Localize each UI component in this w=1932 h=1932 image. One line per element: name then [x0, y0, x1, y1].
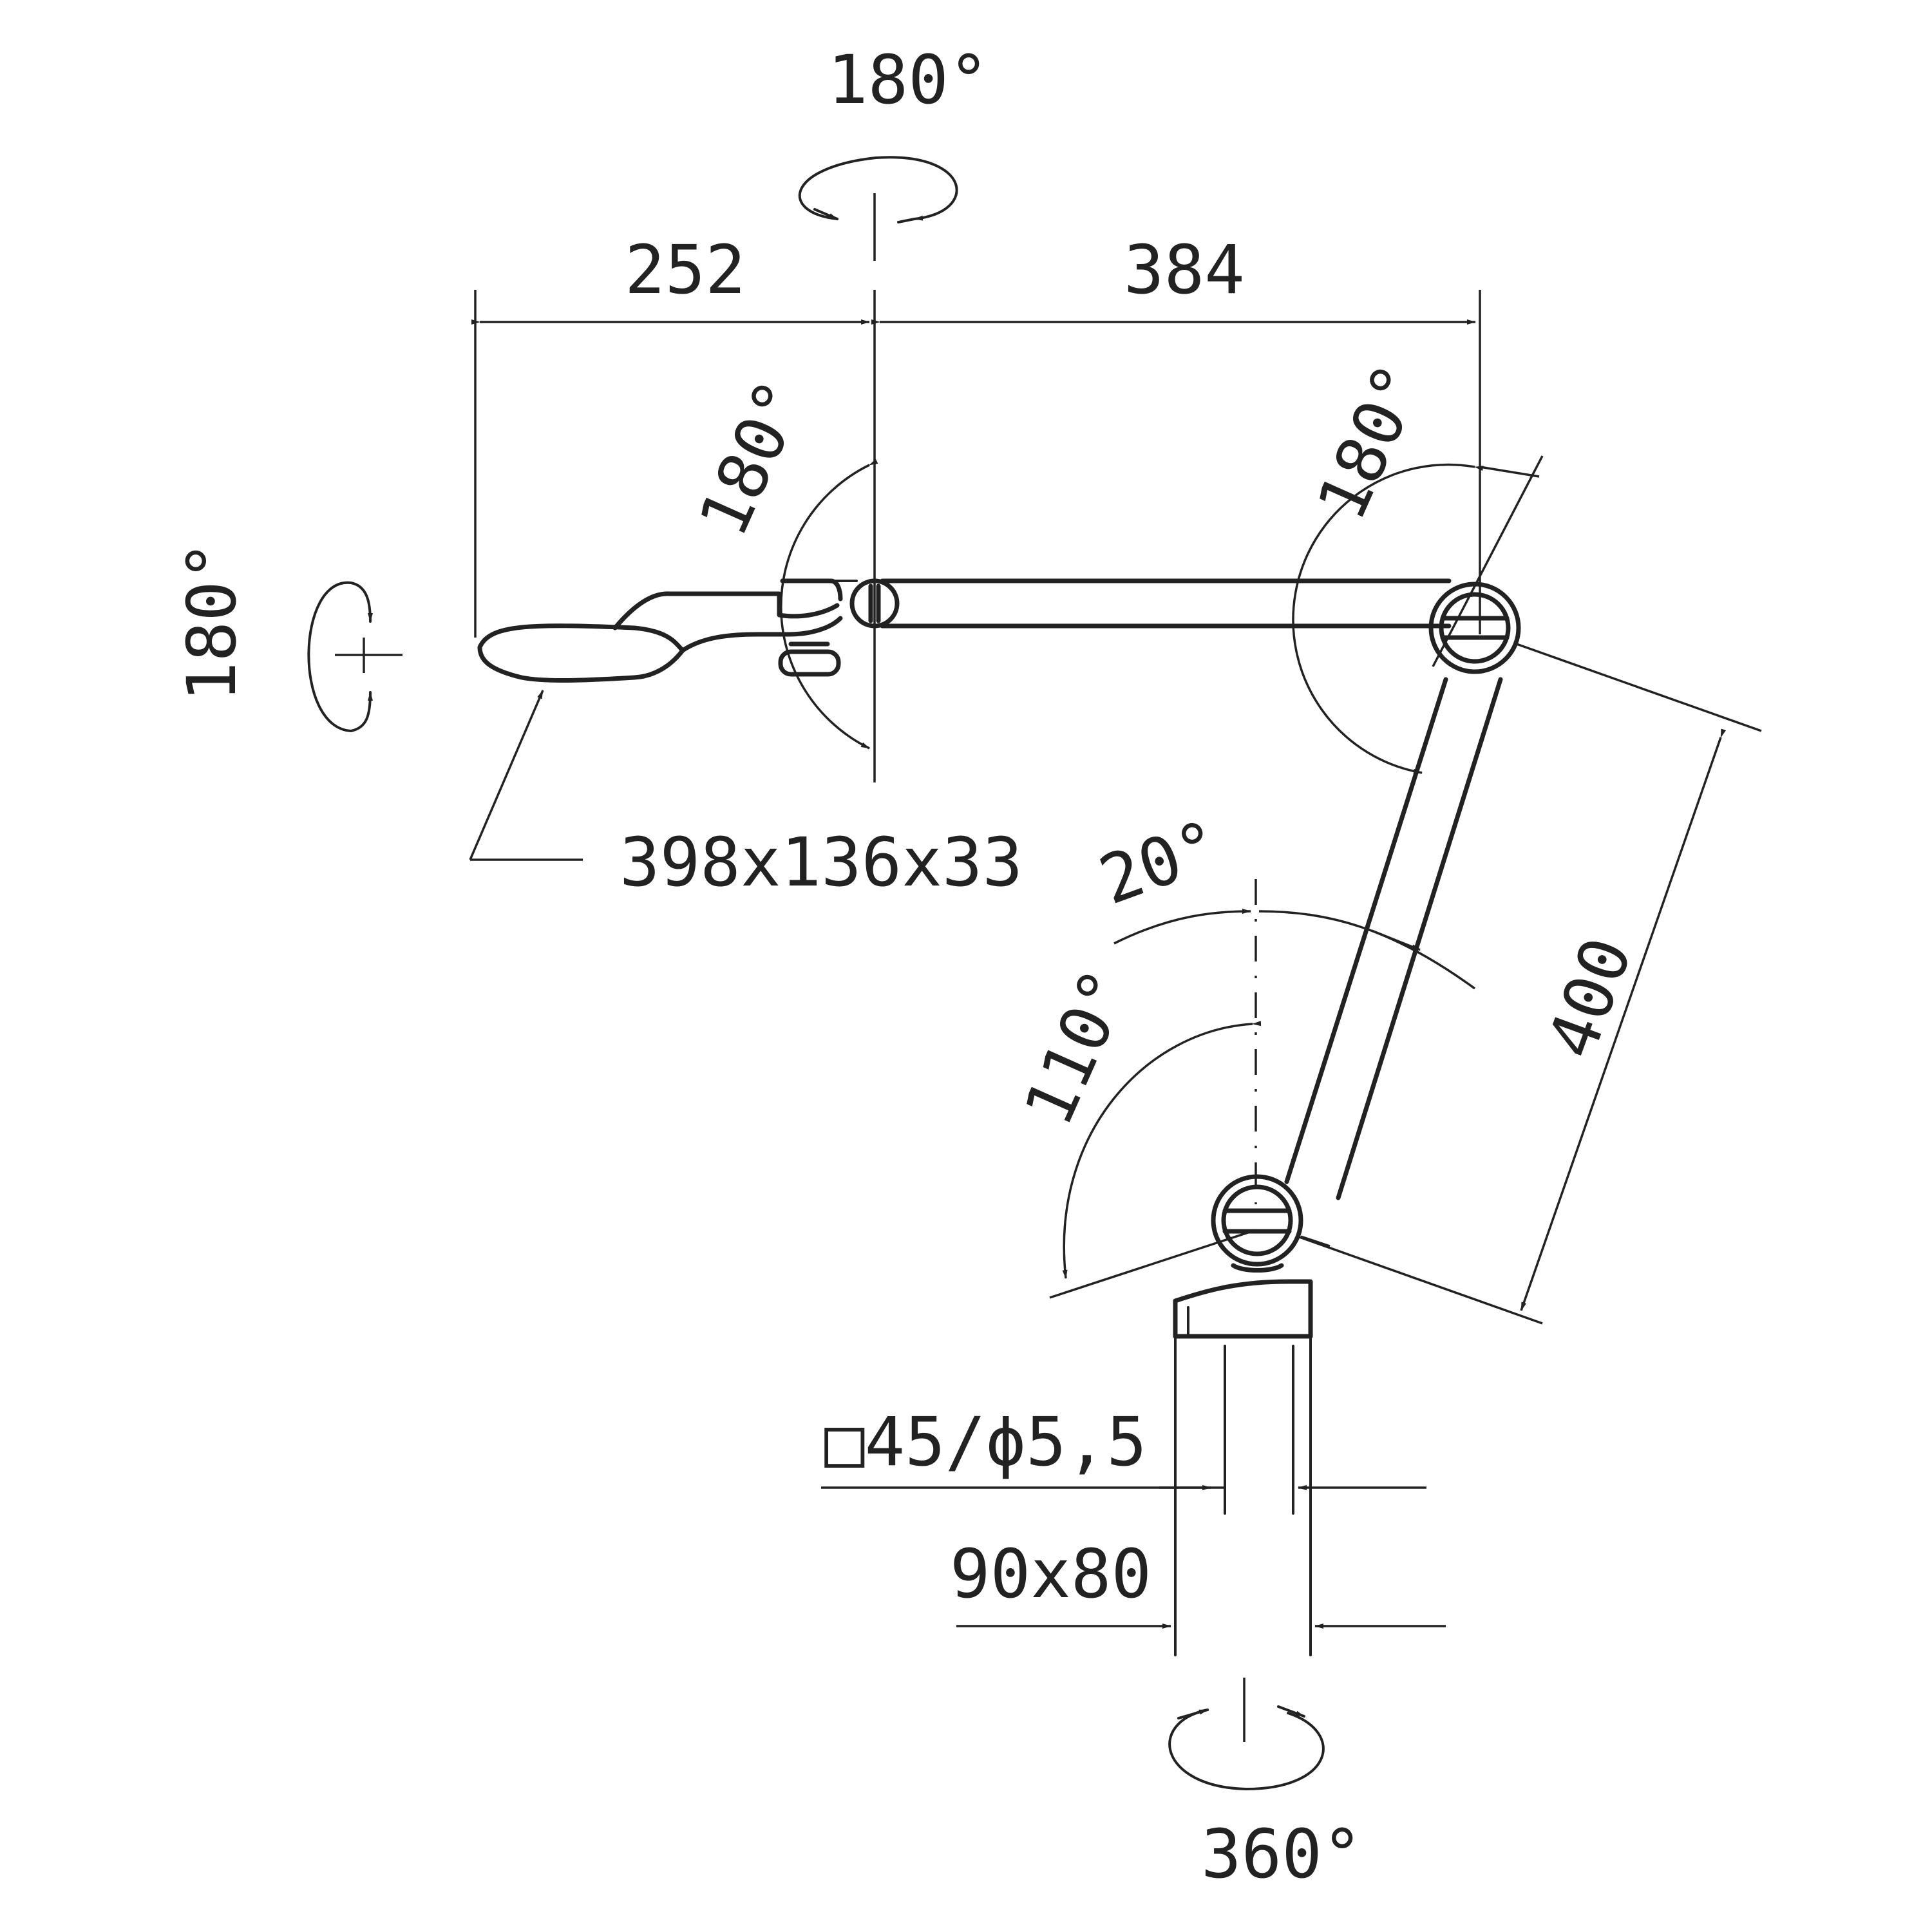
head-rotation-symbol	[307, 581, 402, 732]
mount-plate-label: □45/ϕ5,5	[824, 1403, 1147, 1481]
forearm-length-dimension	[1297, 643, 1762, 1325]
head-rotation-label: 180°	[173, 541, 251, 702]
base-rotation-symbol	[1168, 1678, 1325, 1790]
tilt-back-label: 110°	[1009, 958, 1146, 1137]
forearm-length-label: 400	[1532, 927, 1647, 1068]
tilt-forward-label: 20°	[1090, 805, 1230, 920]
upper-arm	[829, 578, 1452, 629]
arm-width-dimension: 384	[1124, 231, 1245, 309]
base-mount	[1173, 1279, 1313, 1656]
elbow-joint-angle-label: 180°	[1302, 352, 1439, 531]
base-tilt-angles	[1049, 879, 1476, 1299]
lamp-head	[477, 578, 843, 683]
forearm	[1284, 677, 1503, 1200]
base-joint	[1211, 1174, 1303, 1273]
elbow-joint	[1428, 582, 1521, 674]
elbow-joint-rotation-arc	[1292, 455, 1544, 774]
head-width-dimension: 252	[625, 231, 746, 309]
top-rotation-symbol	[798, 156, 958, 261]
base-rotation-label: 360°	[1201, 1815, 1362, 1893]
top-rotation-label: 180°	[828, 41, 989, 119]
head-joint	[849, 578, 900, 629]
head-size-label: 398x136x33	[620, 823, 1023, 902]
head-joint-angle-label: 180°	[683, 368, 820, 547]
top-dimension-lines	[471, 290, 1481, 782]
head-size-leader	[469, 690, 583, 861]
head-joint-rotation-arc	[780, 459, 878, 750]
base-size-label: 90x80	[950, 1535, 1151, 1613]
